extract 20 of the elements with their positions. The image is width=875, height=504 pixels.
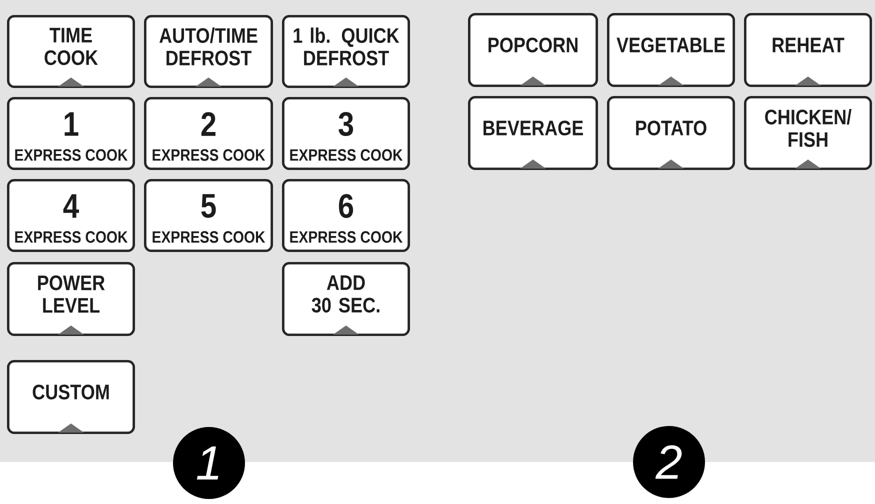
callout-number: 2	[633, 426, 705, 498]
keypad-button: TIME COOK	[7, 15, 135, 88]
keypad-button: ADD 30 SEC.	[282, 262, 410, 336]
keypad-button: POWER LEVEL	[7, 262, 135, 336]
keypad-button: 2 EXPRESS COOK	[144, 97, 273, 170]
keypad-button: POTATO	[607, 96, 735, 170]
keypad-button: REHEAT	[744, 13, 872, 87]
keypad-button: 3 EXPRESS COOK	[282, 97, 410, 170]
keypad-button: 5 EXPRESS COOK	[144, 179, 273, 252]
keypad-button: POPCORN	[468, 13, 598, 87]
keypad-button: 1 lb. QUICK DEFROST	[282, 15, 410, 88]
keypad-button: BEVERAGE	[468, 96, 598, 170]
keypad-button: 4 EXPRESS COOK	[7, 179, 135, 252]
keypad-button: 6 EXPRESS COOK	[282, 179, 410, 252]
keypad-button: AUTO/TIME DEFROST	[144, 15, 273, 88]
callout-number: 1	[173, 427, 245, 499]
keypad-button: VEGETABLE	[607, 13, 735, 87]
keypad-button: CHICKEN/ FISH	[744, 96, 872, 170]
keypad-button: CUSTOM	[7, 360, 135, 434]
keypad-button: 1 EXPRESS COOK	[7, 97, 135, 170]
